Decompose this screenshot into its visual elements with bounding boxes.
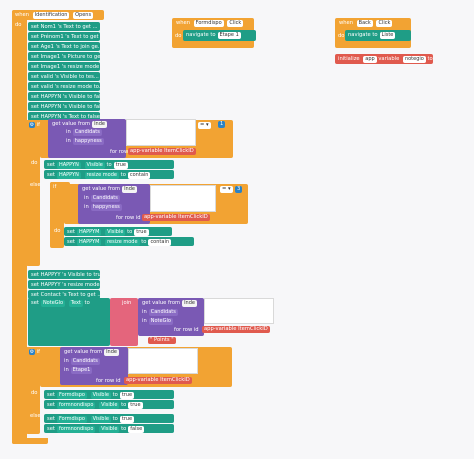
formdispo-event-header[interactable]: when Formdispo Click (176, 20, 244, 27)
gear-icon[interactable]: ⚙ (29, 349, 35, 355)
if-label: if (53, 184, 57, 190)
for-row-label: for row id (110, 149, 135, 155)
back-event-header[interactable]: when Back Click (339, 20, 393, 27)
event-selector[interactable]: Opens (73, 12, 94, 19)
setter-row[interactable]: set Nom1 's Text to get ... (28, 22, 100, 31)
for-row-label: for row id (116, 215, 141, 221)
compare-op[interactable]: = ▾ (198, 122, 211, 129)
row-id-chip[interactable]: app-variable ItemClickID (124, 377, 192, 384)
if-block-2[interactable] (50, 182, 64, 248)
setter-row[interactable]: set Age1 's Text to join ge... (28, 42, 100, 51)
compare-op[interactable]: = ▾ (220, 186, 233, 193)
initialize-variable-block[interactable]: initialize app variable notegio to (335, 54, 433, 64)
do-label: do (15, 22, 22, 28)
if-label: if (36, 349, 40, 355)
do-label: do (175, 33, 182, 39)
setter-row[interactable]: set valid 's Visible to tes... (28, 72, 100, 81)
empty-slot (128, 348, 198, 374)
setter-row[interactable]: set Image1 's resize mode t... (28, 62, 100, 71)
join-block[interactable] (110, 298, 138, 346)
if-block-3[interactable] (26, 347, 40, 434)
if-header-3[interactable]: ⚙ if (26, 347, 48, 356)
setter-row[interactable]: set HAPPYY 's resize mode t... (28, 280, 100, 289)
main-event-block[interactable]: when Identification Opens do (12, 10, 104, 444)
if-label: if (36, 122, 40, 128)
if-header-2[interactable]: if (50, 182, 70, 191)
for-row-label: for row id (174, 327, 199, 333)
setter-row[interactable]: set HAPPYN 's Visible to false (28, 102, 100, 111)
do-label: do (338, 33, 345, 39)
empty-slot (126, 119, 196, 146)
points-chip[interactable]: " Points " (148, 337, 176, 344)
else-label: else (30, 413, 41, 419)
event-header[interactable]: when Identification Opens (12, 10, 104, 20)
when-label: when (15, 12, 30, 18)
component-selector[interactable]: Identification (32, 12, 70, 19)
empty-slot (204, 298, 274, 324)
for-row-label: for row id (96, 378, 121, 384)
setter-row[interactable]: set Image1 's Picture to ge... (28, 52, 100, 61)
row-id-chip[interactable]: app-variable ItemClickID (142, 214, 210, 221)
do-label: do (31, 390, 38, 396)
setter-row[interactable]: set valid 's resize mode to... (28, 82, 100, 91)
setter-row[interactable]: set Prénom1 's Text to get ... (28, 32, 100, 41)
do-label: do (31, 160, 38, 166)
gear-icon[interactable]: ⚙ (29, 122, 35, 128)
setter-row[interactable]: set HAPPYN 's Text to false (28, 112, 100, 121)
row-id-chip[interactable]: app-variable ItemClickID (128, 148, 196, 155)
join-label: join (122, 300, 132, 306)
else-label: else (30, 182, 41, 188)
row-id-chip[interactable]: app-variable ItemClickID (202, 326, 270, 333)
number-value[interactable]: 3 (235, 186, 243, 193)
if-header-1[interactable]: ⚙ if (26, 120, 48, 129)
setter-row[interactable]: set Contact 's Text to get ... (28, 290, 100, 299)
event-footer (12, 438, 48, 444)
if-block-1[interactable] (26, 120, 40, 266)
setter-row[interactable]: set HAPPYN 's Visible to false (28, 92, 100, 101)
event-spine (12, 10, 27, 444)
number-value[interactable]: 1 (218, 121, 226, 128)
setter-row[interactable]: set HAPPYY 's Visible to true (28, 270, 100, 279)
empty-slot (150, 185, 216, 212)
do-label: do (54, 228, 61, 234)
